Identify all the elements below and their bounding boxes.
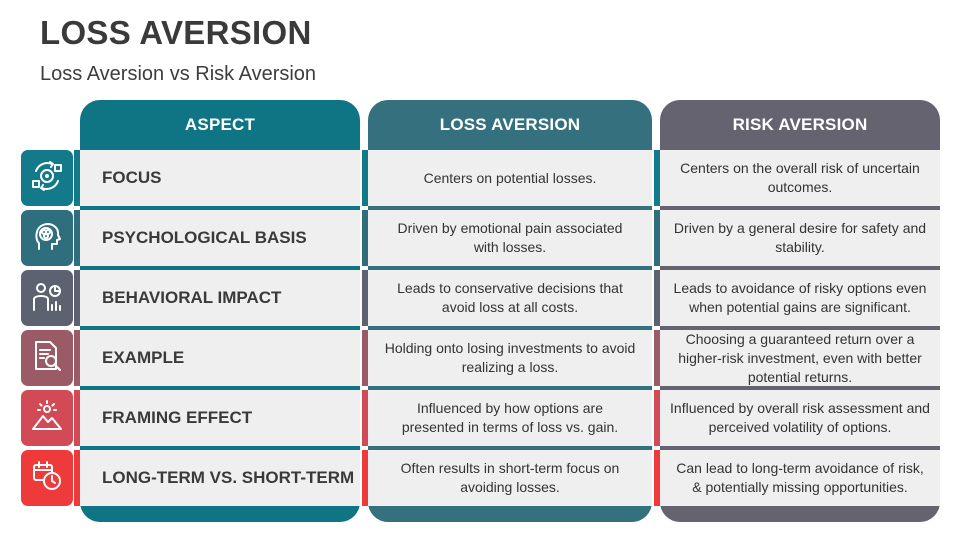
loss-aversion-cell: Centers on potential losses. bbox=[368, 150, 652, 206]
header-risk-aversion: RISK AVERSION bbox=[732, 115, 868, 134]
loss-aversion-cell: Leads to conservative decisions that avo… bbox=[368, 270, 652, 326]
target-arrows-icon bbox=[30, 159, 64, 198]
risk-aversion-cell: Driven by a general desire for safety an… bbox=[660, 210, 940, 266]
row-accent-bar-middle bbox=[362, 450, 368, 506]
person-chart-icon bbox=[30, 279, 64, 318]
row-accent-bar-left bbox=[74, 270, 80, 326]
head-brain-icon bbox=[30, 219, 64, 258]
page-title: LOSS AVERSION bbox=[40, 14, 312, 51]
loss-aversion-cell: Driven by emotional pain associated with… bbox=[368, 210, 652, 266]
row-accent-bar-left bbox=[74, 330, 80, 386]
row-icon-box bbox=[21, 450, 73, 506]
row-accent-bar-left bbox=[74, 150, 80, 206]
risk-aversion-cell: Can lead to long-term avoidance of risk,… bbox=[660, 450, 940, 506]
row-accent-bar-left bbox=[74, 390, 80, 446]
row-accent-bar-right bbox=[654, 390, 660, 446]
document-search-icon bbox=[30, 339, 64, 378]
mountain-burst-icon bbox=[30, 399, 64, 438]
row-accent-bar-right bbox=[654, 450, 660, 506]
row-accent-bar-left bbox=[74, 210, 80, 266]
risk-aversion-cell: Influenced by overall risk assessment an… bbox=[660, 390, 940, 446]
row-icon-box bbox=[21, 390, 73, 446]
aspect-cell: FOCUS bbox=[80, 150, 360, 206]
row-accent-bar-middle bbox=[362, 210, 368, 266]
header-loss-aversion: LOSS AVERSION bbox=[439, 115, 581, 134]
row-accent-bar-middle bbox=[362, 390, 368, 446]
row-accent-bar-right bbox=[654, 330, 660, 386]
risk-aversion-cell: Centers on the overall risk of uncertain… bbox=[660, 150, 940, 206]
calendar-stopwatch-icon bbox=[30, 459, 64, 498]
row-accent-bar-left bbox=[74, 450, 80, 506]
loss-aversion-cell: Holding onto losing investments to avoid… bbox=[368, 330, 652, 386]
aspect-cell: FRAMING EFFECT bbox=[80, 390, 360, 446]
row-accent-bar-right bbox=[654, 210, 660, 266]
loss-aversion-cell: Influenced by how options are presented … bbox=[368, 390, 652, 446]
row-icon-box bbox=[21, 210, 73, 266]
aspect-cell: LONG-TERM VS. SHORT-TERM bbox=[80, 450, 360, 506]
loss-aversion-cell: Often results in short-term focus on avo… bbox=[368, 450, 652, 506]
row-accent-bar-middle bbox=[362, 270, 368, 326]
row-accent-bar-middle bbox=[362, 150, 368, 206]
header-aspect: ASPECT bbox=[184, 115, 256, 134]
risk-aversion-cell: Leads to avoidance of risky options even… bbox=[660, 270, 940, 326]
row-accent-bar-right bbox=[654, 150, 660, 206]
aspect-cell: PSYCHOLOGICAL BASIS bbox=[80, 210, 360, 266]
risk-aversion-cell: Choosing a guaranteed return over a high… bbox=[660, 330, 940, 386]
row-accent-bar-middle bbox=[362, 330, 368, 386]
aspect-cell: EXAMPLE bbox=[80, 330, 360, 386]
page-subtitle: Loss Aversion vs Risk Aversion bbox=[40, 63, 317, 85]
row-icon-box bbox=[21, 270, 73, 326]
row-icon-box bbox=[21, 330, 73, 386]
aspect-cell: BEHAVIORAL IMPACT bbox=[80, 270, 360, 326]
row-accent-bar-right bbox=[654, 270, 660, 326]
row-icon-box bbox=[21, 150, 73, 206]
